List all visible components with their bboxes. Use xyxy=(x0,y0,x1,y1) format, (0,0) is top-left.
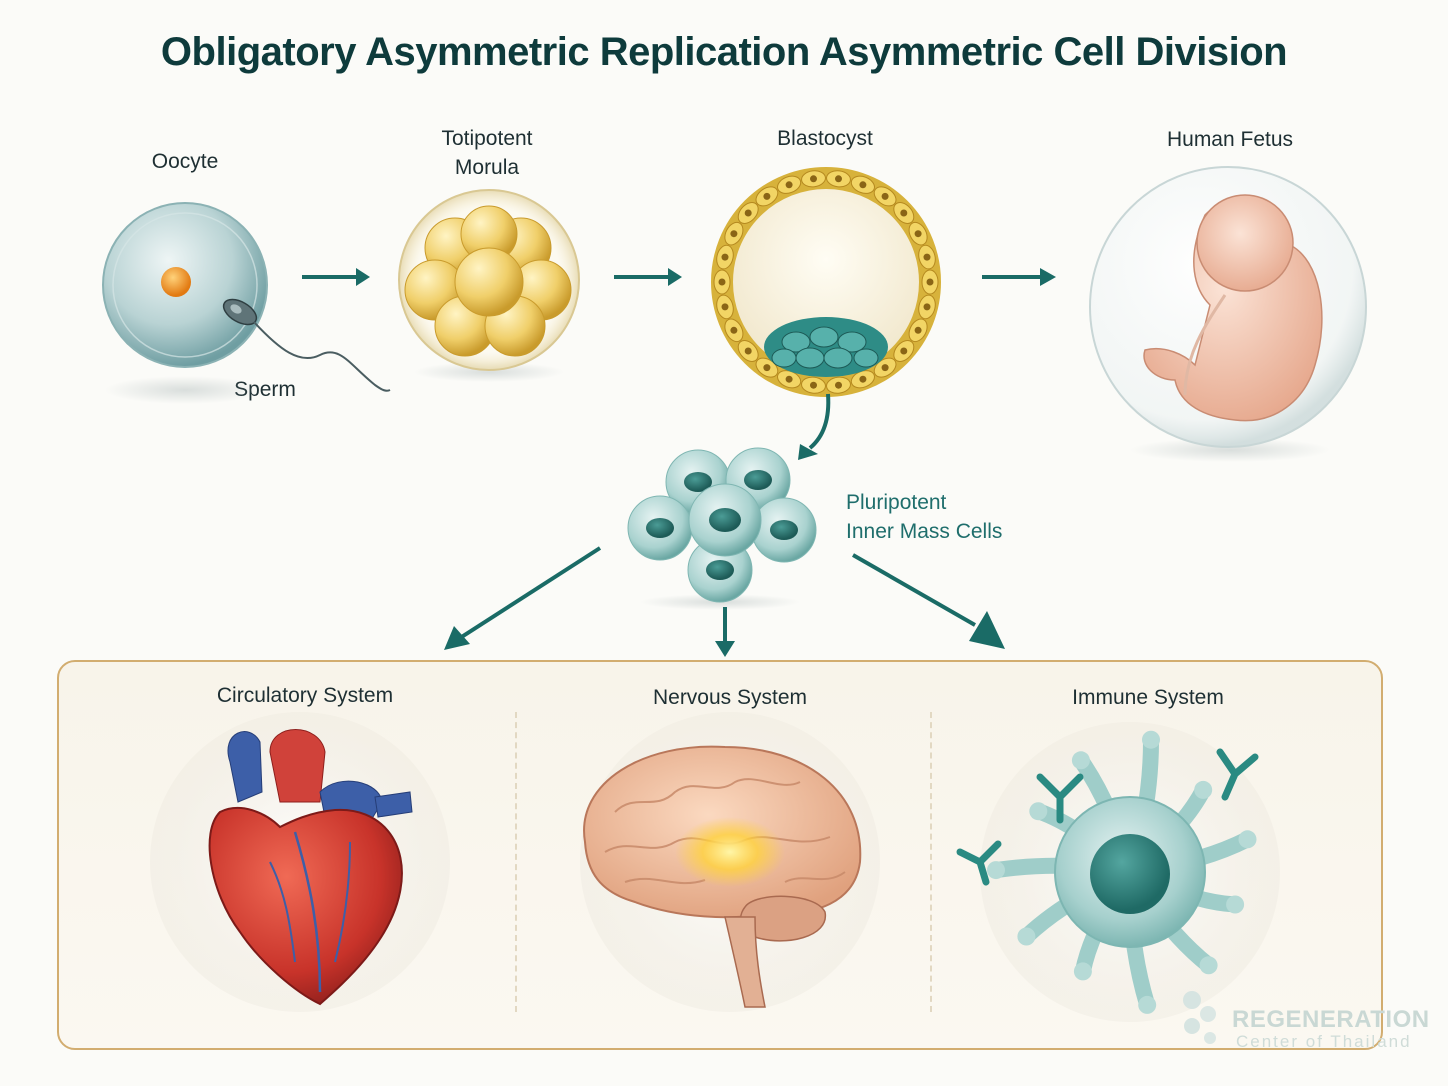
trophoblast-nucleus xyxy=(835,381,842,389)
antibody xyxy=(1036,773,1084,824)
inner-cell-mass xyxy=(764,317,888,377)
oocyte-nucleus xyxy=(161,267,191,297)
trophoblast-nucleus xyxy=(881,364,889,372)
immune-system-label: Immune System xyxy=(1072,686,1224,709)
trophoblast-nucleus xyxy=(763,192,771,200)
trophoblast-nucleus xyxy=(914,326,922,334)
fetus-body xyxy=(1143,194,1323,422)
arrow-to-nervous xyxy=(715,607,735,657)
trophoblast-nucleus xyxy=(859,181,867,189)
dendrite-tip xyxy=(1142,730,1160,749)
trophoblast-nucleus xyxy=(810,381,817,389)
dendrite-tip xyxy=(1073,962,1092,981)
dendrite-tip xyxy=(1226,895,1245,914)
trophoblast-nucleus xyxy=(763,364,771,372)
dendrite-tip xyxy=(1194,780,1213,799)
trophoblast-nucleus xyxy=(835,175,842,183)
trophoblast-nucleus xyxy=(721,253,729,261)
fetus-label: Human Fetus xyxy=(1166,128,1294,151)
brain-stem xyxy=(724,916,766,1008)
page-title: Obligatory Asymmetric Replication Asymme… xyxy=(160,30,1288,74)
brain-illustration xyxy=(580,712,880,1012)
panel-divider xyxy=(515,712,517,1012)
trophoblast-nucleus xyxy=(859,375,867,383)
trophoblast-nucleus xyxy=(721,303,729,311)
dendrite-tip xyxy=(1029,802,1048,821)
inner-mass-label-line1: Pluripotent xyxy=(846,491,947,514)
trophoblast-nucleus xyxy=(718,278,726,286)
dendrite-tip xyxy=(1199,956,1218,975)
sperm xyxy=(222,298,391,392)
trophoblast-nucleus xyxy=(730,326,738,334)
arrow-to-circulatory xyxy=(444,546,602,650)
dendrite-tip xyxy=(1071,751,1090,770)
watermark-logo-icon xyxy=(1183,991,1216,1044)
blastocyst xyxy=(711,167,941,397)
morula xyxy=(398,189,580,382)
inner-mass-cells xyxy=(627,447,817,610)
oocyte xyxy=(102,202,391,404)
oocyte-label: Oocyte xyxy=(151,150,219,173)
inner-cell xyxy=(688,483,762,557)
morula-label-line2: Morula xyxy=(454,156,520,179)
immune-cell-illustration xyxy=(956,722,1280,1022)
arrow-blastocyst-to-inner-mass xyxy=(798,393,831,460)
human-fetus xyxy=(1089,166,1367,462)
dendrite-tip xyxy=(1138,995,1157,1014)
arrow-blastocyst-to-fetus xyxy=(982,268,1056,286)
morula-label-line1: Totipotent xyxy=(441,127,533,150)
trophoblast-nucleus xyxy=(926,278,934,286)
arrow-to-immune xyxy=(852,553,1005,649)
antibody xyxy=(956,840,1002,886)
heart-body xyxy=(208,807,403,1006)
trophoblast-nucleus xyxy=(744,209,752,217)
trophoblast-nucleus xyxy=(914,230,922,238)
arrow-morula-to-blastocyst xyxy=(614,268,682,286)
trophoblast-nucleus xyxy=(785,181,793,189)
trophoblast-nucleus xyxy=(810,175,817,183)
trophoblast-nucleus xyxy=(881,192,889,200)
trophoblast-nucleus xyxy=(900,209,908,217)
panel-divider xyxy=(930,712,932,1012)
antibody xyxy=(1216,748,1259,801)
watermark-line1: REGENERATION xyxy=(1232,1006,1430,1033)
inner-mass-label-line2: Inner Mass Cells xyxy=(846,520,1003,543)
dendrite-tip xyxy=(1017,927,1036,946)
dendrite-tip xyxy=(1238,830,1257,849)
heart-vessels xyxy=(227,729,413,823)
trophoblast-nucleus xyxy=(744,347,752,355)
dendrite-tip xyxy=(987,861,1005,880)
trophoblast-nucleus xyxy=(900,347,908,355)
trophoblast-nucleus xyxy=(785,375,793,383)
circulatory-system-label: Circulatory System xyxy=(216,684,394,707)
watermark-line2: Center of Thailand xyxy=(1236,1032,1412,1051)
trophoblast-nucleus xyxy=(730,230,738,238)
blastocyst-label: Blastocyst xyxy=(777,127,873,150)
trophoblast-nucleus xyxy=(923,253,931,261)
arrow-oocyte-to-morula xyxy=(302,268,370,286)
inner-cell xyxy=(627,495,693,561)
immune-cell-nucleus xyxy=(1090,834,1170,914)
trophoblast-nucleus xyxy=(923,303,931,311)
nervous-system-label: Nervous System xyxy=(652,686,808,709)
trophoblast-ring xyxy=(711,167,941,397)
inner-cell xyxy=(751,497,817,563)
brain-glow xyxy=(675,817,785,887)
heart-illustration xyxy=(150,712,450,1012)
